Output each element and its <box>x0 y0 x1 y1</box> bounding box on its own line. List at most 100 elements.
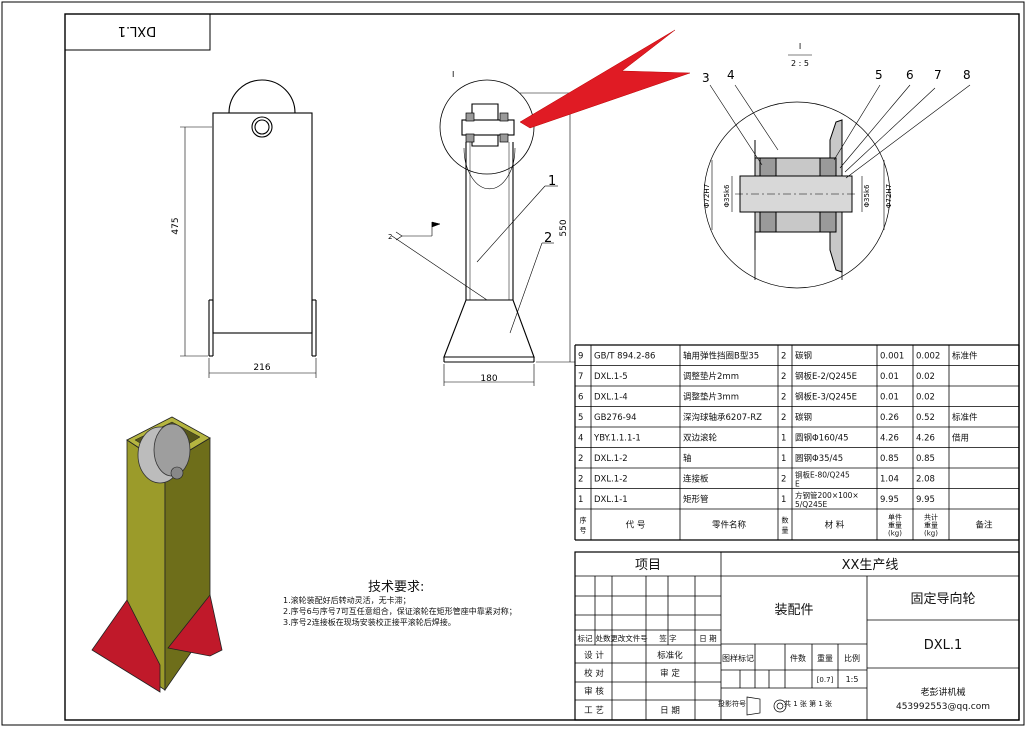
balloon-7: 7 <box>934 68 942 82</box>
projection-label: 投影符号 <box>718 699 746 708</box>
bom-cell-remark: 借用 <box>952 432 969 443</box>
bom-cell-name: 调整垫片3mm <box>683 391 739 402</box>
leader-1 <box>476 185 546 263</box>
rev-header: 更改文件号 <box>610 633 648 643</box>
front-shaft-inner <box>254 119 270 135</box>
bom-cell-remark: 标准件 <box>952 350 978 361</box>
balloon-2: 2 <box>544 231 552 246</box>
weld-ref: 2 <box>388 233 392 241</box>
fit-left-outer: Φ72H7 <box>703 184 711 208</box>
balloon-3: 3 <box>702 71 710 85</box>
bom-cell-code: GB276-94 <box>594 413 637 423</box>
sign-role: 审 定 <box>660 668 680 679</box>
tech-requirement-line: 3.序号2连接板在现场安装校正接平滚轮后焊接。 <box>283 618 456 627</box>
bom-cell-code: DXL.1-1 <box>594 495 628 505</box>
title-block-text: 项目 XX生产线 装配件 固定导向轮 DXL.1 标记 处数 更改文件号 签 字… <box>578 558 991 716</box>
sign-role: 标准化 <box>657 650 683 661</box>
detail-title-scale: 2 : 5 <box>791 59 809 68</box>
detail-circle-I <box>439 79 535 175</box>
bom-cell-material: 碳钢 <box>795 350 812 361</box>
rotated-drawing-code: DXL.1 <box>118 23 157 38</box>
tech-requirement-line: 1.滚轮装配好后转动灵活，无卡滞； <box>283 596 411 605</box>
bom-cell-qty: 2 <box>781 351 786 361</box>
balloon-1: 1 <box>548 174 556 189</box>
dim-216-label: 216 <box>253 363 270 373</box>
balloon-8: 8 <box>963 68 971 82</box>
bom-cell-unit: 4.26 <box>880 433 899 443</box>
front-shaft-circle <box>251 116 273 138</box>
bom-cell-name: 调整垫片2mm <box>683 371 739 382</box>
company-contact: 453992553@qq.com <box>896 702 990 712</box>
bom-header-total: 共计重量(kg) <box>924 513 938 538</box>
rev-header: 标记 <box>578 633 593 643</box>
side-view <box>391 79 575 386</box>
rotated-code-box <box>64 13 211 51</box>
title-block-grid <box>574 551 1020 721</box>
bom-cell-total: 0.002 <box>916 351 940 361</box>
sign-role: 校 对 <box>584 668 604 679</box>
sign-role: 审 核 <box>584 686 604 697</box>
bom-cell-total: 0.02 <box>916 372 935 382</box>
bom-cell-code: DXL.1-2 <box>594 474 628 484</box>
bom-header-no: 序号 <box>580 516 587 535</box>
bom-cell-code: DXL.1-2 <box>594 454 628 464</box>
bom-cell-material: 圆钢Φ35/45 <box>795 453 843 464</box>
detail-marker-label: I <box>452 70 454 79</box>
red-pointer-arrow <box>519 29 691 129</box>
bom-cell-code: GB/T 894.2-86 <box>594 351 655 361</box>
bom-cell-total: 0.85 <box>916 454 935 464</box>
bom-cell-total: 2.08 <box>916 474 935 484</box>
fit-right-outer: Φ72H7 <box>885 184 893 208</box>
balloon-6: 6 <box>906 68 914 82</box>
detail-boundary <box>703 101 891 289</box>
sign-role: 日 期 <box>660 706 680 716</box>
bom-cell-qty: 2 <box>781 474 786 484</box>
bom-header-name: 零件名称 <box>712 520 747 531</box>
bom-cell-no: 5 <box>578 413 583 423</box>
bom-cell-code: DXL.1-5 <box>594 372 628 382</box>
bom-cell-qty: 1 <box>781 454 786 464</box>
bom-table-grid <box>574 344 1020 541</box>
bom-cell-unit: 0.001 <box>880 351 904 361</box>
tech-requirement-line: 2.序号6与序号7可互任意组合，保证滚轮在矩形管座中靠紧对称； <box>283 607 517 616</box>
iso-base-right <box>167 594 223 657</box>
rev-header: 处数 <box>596 633 611 643</box>
stage-label: 比例 <box>844 653 860 663</box>
bom-cell-qty: 2 <box>781 413 786 423</box>
bom-header-unit: 单件重量(kg) <box>888 513 902 538</box>
weight-value: [0.7] <box>817 676 834 684</box>
bom-cell-unit: 0.85 <box>880 454 899 464</box>
bom-cell-no: 2 <box>578 454 583 464</box>
bom-header-qty: 数量 <box>782 516 789 535</box>
bom-cell-total: 0.52 <box>916 413 935 423</box>
bom-cell-total: 4.26 <box>916 433 935 443</box>
leader-2 <box>509 242 543 334</box>
company-name: 老彭讲机械 <box>920 686 965 698</box>
bom-cell-material: 方钢管200×100×5/Q245E <box>795 490 859 509</box>
bom-cell-name: 连接板 <box>683 473 709 484</box>
bom-cell-name: 深沟球轴承6207-RZ <box>683 412 762 423</box>
rev-header: 签 字 <box>659 633 676 643</box>
sign-role: 设 计 <box>584 650 604 661</box>
fit-left-inner: Φ35k6 <box>723 184 731 207</box>
part-name: 固定导向轮 <box>910 591 975 607</box>
bom-cell-unit: 9.95 <box>880 495 899 505</box>
bom-cell-remark: 标准件 <box>952 412 978 423</box>
bom-cell-unit: 0.01 <box>880 372 899 382</box>
balloon-4: 4 <box>727 68 735 82</box>
project-label: 项目 <box>635 558 661 573</box>
bom-cell-material: 圆钢Φ160/45 <box>795 432 849 443</box>
scale-value: 1:5 <box>846 675 859 684</box>
bom-cell-unit: 0.01 <box>880 392 899 402</box>
drawing-number: DXL.1 <box>924 638 963 653</box>
dim-180-label: 180 <box>480 374 497 384</box>
bom-cell-total: 9.95 <box>916 495 935 505</box>
bom-cell-no: 9 <box>578 351 583 361</box>
dim-550-label: 550 <box>559 219 569 236</box>
bom-cell-qty: 1 <box>781 433 786 443</box>
bom-header-material: 材 料 <box>825 520 845 531</box>
detail-section <box>735 119 858 280</box>
dim-475-label: 475 <box>171 217 181 234</box>
